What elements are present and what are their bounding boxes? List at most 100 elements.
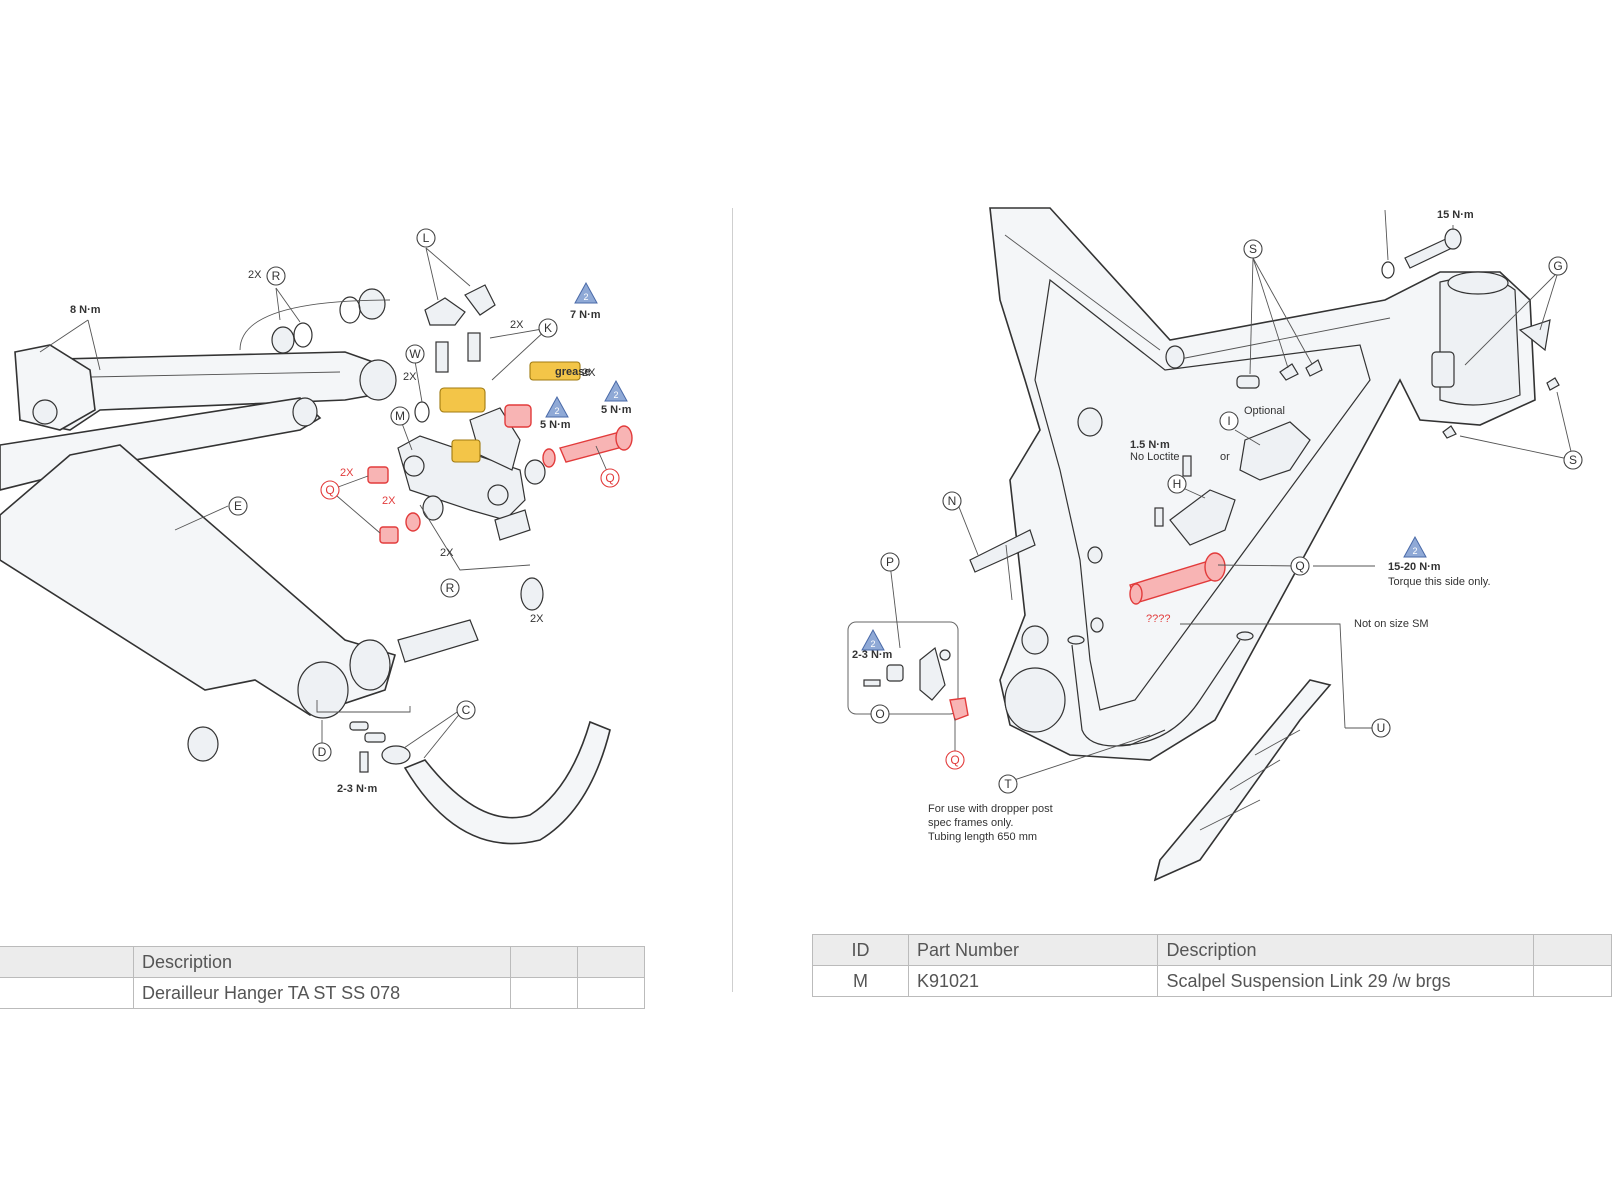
torque-15-20nm: 15-20 N·m (1388, 561, 1441, 573)
red-bolt-3 (379, 526, 399, 544)
table-header-row: ID Part Number Description (812, 934, 1612, 966)
torque-triangle-2-3: 2 (861, 628, 885, 651)
hardware-box (847, 621, 959, 715)
table-header-row: Description (0, 946, 645, 978)
svg-text:N: N (948, 494, 957, 508)
parts-table-right: ID Part Number Description M K91021 Scal… (812, 934, 1612, 997)
downtube-guard-u (1153, 679, 1332, 882)
callout-g: G (1548, 256, 1568, 276)
part-h (1169, 489, 1236, 546)
svg-text:D: D (318, 745, 327, 759)
part-l2 (464, 284, 496, 316)
cell-description: Scalpel Suspension Link 29 /w brgs (1157, 965, 1535, 997)
red-bolt-right (949, 697, 969, 721)
note-dropper-2: spec frames only. (928, 817, 1013, 829)
torque-2-3nm-right: 2-3 N·m (852, 649, 893, 661)
note-dropper-1: For use with dropper post (928, 803, 1053, 815)
mult-k: 2X (510, 319, 524, 331)
svg-text:T: T (1004, 777, 1012, 791)
part-s1 (1236, 375, 1260, 389)
callout-u: U (1371, 718, 1391, 738)
svg-text:2: 2 (613, 390, 618, 400)
callout-s-bottom: S (1563, 450, 1583, 470)
col-description: Description (1157, 934, 1535, 966)
grease-label: grease (555, 366, 590, 378)
svg-text:Q: Q (605, 471, 614, 485)
svg-text:2: 2 (554, 406, 559, 416)
bolt-k (467, 332, 481, 362)
svg-text:I: I (1227, 414, 1230, 428)
part-l1 (424, 297, 466, 326)
note-dropper-3: Tubing length 650 mm (928, 831, 1037, 843)
svg-text:G: G (1553, 259, 1562, 273)
svg-text:Q: Q (1295, 559, 1304, 573)
svg-text:C: C (462, 703, 471, 717)
bolt-w (435, 341, 449, 373)
torque-5nm-b: 5 N·m (601, 404, 632, 416)
callout-w: W (405, 344, 425, 364)
callout-o: O (870, 704, 890, 724)
red-bolt-2 (367, 466, 389, 484)
svg-text:S: S (1569, 453, 1577, 467)
callout-i: I (1219, 411, 1239, 431)
col-id: ID (812, 934, 909, 966)
mult-r-top: 2X (248, 269, 262, 281)
svg-text:Q: Q (950, 753, 959, 767)
callout-k: K (538, 318, 558, 338)
lower-stay (0, 444, 396, 716)
note-torque-side: Torque this side only. (1388, 576, 1491, 588)
lower-bearing (187, 726, 219, 762)
col-description: Description (133, 946, 511, 978)
svg-text:2: 2 (1412, 546, 1417, 556)
svg-text:W: W (409, 347, 421, 361)
torque-8nm: 8 N·m (70, 304, 101, 316)
cell-id: M (812, 965, 909, 997)
note-or: or (1220, 451, 1230, 463)
torque-15nm: 15 N·m (1437, 209, 1474, 221)
table-row[interactable]: M K91021 Scalpel Suspension Link 29 /w b… (812, 965, 1612, 997)
main-frame (989, 207, 1536, 761)
callout-n: N (942, 491, 962, 511)
svg-text:L: L (423, 231, 430, 245)
svg-text:Q: Q (325, 483, 334, 497)
callout-l: L (416, 228, 436, 248)
callout-q-right: Q (600, 468, 620, 488)
callout-t: T (998, 774, 1018, 794)
mult-spacer: 2X (530, 613, 544, 625)
table-row[interactable]: Derailleur Hanger TA ST SS 078 (0, 977, 645, 1009)
cell-part-number: K91021 (907, 965, 1159, 997)
right-table-clip: ID Part Number Description M K91021 Scal… (812, 934, 1612, 997)
bb-shell (1004, 667, 1066, 733)
torque-triangle-15-20: 2 (1403, 535, 1427, 558)
callout-q-red: Q (945, 750, 965, 770)
seat-stay-pivot (359, 359, 397, 401)
torque-7nm: 7 N·m (570, 309, 601, 321)
torque-triangle-5b: 2 (604, 379, 628, 402)
page-divider (732, 208, 733, 992)
red-bolt-1 (504, 404, 532, 428)
col-part-number: Part Number (907, 934, 1159, 966)
callout-p: P (880, 552, 900, 572)
bearing-r1 (271, 326, 295, 354)
cable-guide (403, 720, 611, 845)
callout-q-axle: Q (1290, 556, 1310, 576)
part-n (969, 529, 1036, 573)
callout-h: H (1167, 474, 1187, 494)
mult-bearing: 2X (440, 547, 454, 559)
callout-d: D (312, 742, 332, 762)
note-no-loctite: No Loctite (1130, 451, 1180, 463)
callout-m: M (390, 406, 410, 426)
svg-text:P: P (886, 555, 894, 569)
note-qqq: ???? (1146, 613, 1170, 625)
cell-description: Derailleur Hanger TA ST SS 078 (133, 977, 511, 1009)
svg-text:S: S (1249, 242, 1257, 256)
svg-text:K: K (544, 321, 552, 335)
torque-5nm-a: 5 N·m (540, 419, 571, 431)
callout-s-top: S (1243, 239, 1263, 259)
torque-triangle-7: 2 (574, 281, 598, 304)
grease-axle (439, 387, 486, 413)
svg-text:O: O (875, 707, 884, 721)
svg-text:U: U (1377, 721, 1386, 735)
svg-text:M: M (395, 409, 405, 423)
